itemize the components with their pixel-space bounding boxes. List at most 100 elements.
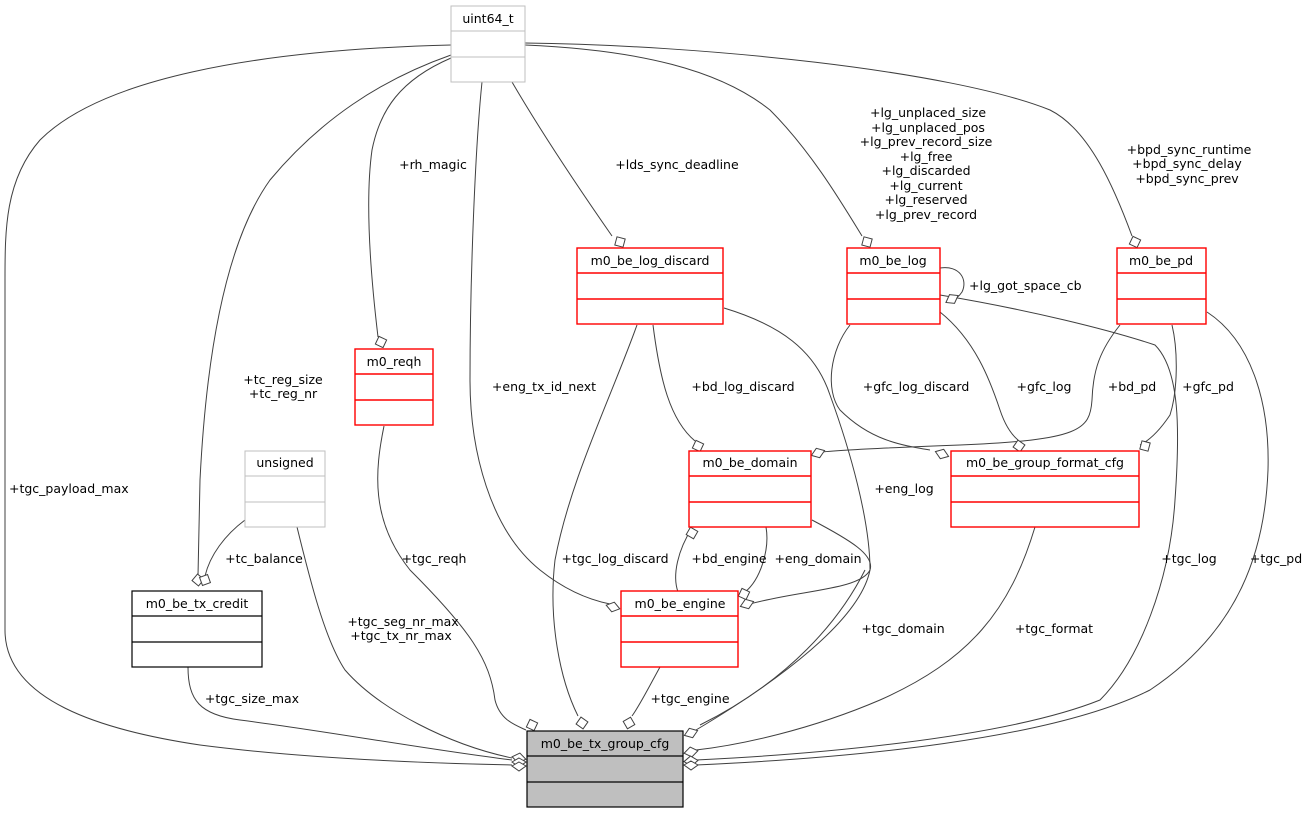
node-m0-reqh[interactable]: m0_reqh — [354, 348, 434, 426]
edge-tgc-payload-max — [4, 44, 513, 766]
edge-tgc-pd — [695, 311, 1269, 766]
edge-label: +tgc_log_discard — [561, 551, 668, 566]
diamond-icon — [198, 573, 212, 587]
edge-label: +tgc_tx_nr_max — [350, 628, 452, 643]
node-m0-be-domain[interactable]: m0_be_domain — [688, 450, 812, 528]
edge-bd-engine — [675, 527, 693, 593]
edge-tgc-domain — [699, 569, 866, 726]
node-title: unsigned — [256, 455, 313, 470]
edge-label: +tgc_domain — [861, 621, 944, 636]
node-m0-be-tx-group-cfg[interactable]: m0_be_tx_group_cfg — [526, 730, 684, 808]
node-title: m0_be_log — [859, 253, 926, 268]
edge-gfc-pd — [1139, 324, 1177, 446]
edge-lds-sync-deadline — [511, 81, 613, 237]
node-title: m0_be_domain — [702, 455, 797, 470]
edge-tgc-reqh — [377, 425, 527, 731]
edge-label: +gfc_log_discard — [863, 379, 970, 394]
edge-label: +eng_log — [874, 481, 933, 496]
edge-lg-fields — [524, 44, 863, 237]
edge-tc-balance — [204, 519, 246, 577]
edge-label: +eng_tx_id_next — [492, 379, 596, 394]
edge-label: +bd_pd — [1108, 379, 1156, 394]
diamond-icon — [810, 447, 826, 459]
edge-label: +eng_domain — [774, 551, 861, 566]
edge-label: +lg_prev_record_size — [860, 134, 993, 149]
node-title: m0_be_tx_credit — [146, 596, 249, 611]
diamond-icon — [683, 727, 699, 739]
edge-label: +tgc_format — [1015, 621, 1093, 636]
edge-label: +tgc_reqh — [402, 551, 467, 566]
edges — [4, 42, 1269, 766]
edge-label: +lg_unplaced_pos — [871, 120, 985, 135]
node-title: m0_be_tx_group_cfg — [541, 736, 670, 751]
node-title: uint64_t — [462, 11, 513, 26]
diamond-icon — [685, 526, 699, 540]
edge-bd-pd — [821, 324, 1121, 453]
edge-tgc-log — [695, 294, 1179, 761]
diamond-icon — [945, 294, 959, 304]
edge-gfc-log-discard — [830, 324, 931, 451]
edge-tgc-size-max — [187, 666, 513, 761]
diamond-icon — [861, 236, 873, 248]
diamond-icon — [614, 236, 626, 248]
node-title: m0_be_log_discard — [591, 253, 710, 268]
diamond-icon — [575, 716, 589, 730]
edge-label: +lg_unplaced_size — [870, 105, 986, 120]
diamond-icon — [934, 448, 950, 460]
node-m0-be-log-discard[interactable]: m0_be_log_discard — [576, 247, 724, 325]
node-m0-be-log[interactable]: m0_be_log — [846, 247, 941, 325]
diamond-icon — [622, 716, 636, 730]
edge-label: +tc_reg_size — [243, 372, 323, 387]
edge-label: +lg_prev_record — [875, 207, 977, 222]
edge-label: +tgc_payload_max — [9, 481, 129, 496]
node-m0-be-tx-credit[interactable]: m0_be_tx_credit — [131, 590, 263, 668]
diamond-icon — [605, 601, 621, 613]
edge-eng-tx-id-next — [469, 81, 611, 605]
diamond-icon — [683, 760, 699, 771]
edge-rh-magic — [368, 57, 452, 338]
edge-label: +tgc_size_max — [205, 691, 299, 706]
edge-eng-log — [695, 307, 871, 731]
edge-bd-log-discard — [652, 324, 696, 442]
edge-label: +tgc_log — [1161, 551, 1217, 566]
edge-gfc-log — [939, 311, 1019, 441]
edge-eng-domain-2 — [749, 519, 872, 605]
node-m0-be-group-format-cfg[interactable]: m0_be_group_format_cfg — [950, 450, 1140, 528]
aggregation-diamonds — [191, 235, 1151, 772]
edge-tc-reg-size — [197, 54, 452, 577]
edge-label: +bpd_sync_delay — [1132, 156, 1242, 171]
node-m0-be-engine[interactable]: m0_be_engine — [620, 590, 739, 668]
diamond-icon — [739, 598, 755, 610]
edge-label: +lds_sync_deadline — [615, 157, 739, 172]
edge-label: +lg_discarded — [881, 163, 970, 178]
edge-label: +bd_log_discard — [691, 379, 794, 394]
edge-label: +bpd_sync_runtime — [1127, 142, 1252, 157]
edge-tgc-format — [695, 526, 1036, 751]
edge-label: +rh_magic — [399, 157, 467, 172]
node-title: m0_be_pd — [1129, 253, 1193, 268]
edge-eng-domain — [744, 526, 768, 593]
edge-label: +tgc_seg_nr_max — [347, 614, 458, 629]
edge-label: +bpd_sync_prev — [1135, 171, 1239, 186]
edge-tgc-seg-nr-max — [296, 526, 513, 759]
edge-labels: +tgc_payload_max +tc_reg_size +tc_reg_nr… — [9, 105, 1302, 706]
edge-bpd-sync — [524, 42, 1133, 237]
diamond-icon — [525, 718, 539, 732]
node-unsigned[interactable]: unsigned — [244, 450, 326, 528]
diamond-icon — [1139, 440, 1151, 452]
node-title: m0_reqh — [367, 354, 422, 369]
diamond-icon — [511, 761, 527, 772]
node-uint64-t[interactable]: uint64_t — [450, 5, 526, 83]
edge-label: +tc_balance — [225, 551, 303, 566]
edge-label: +gfc_pd — [1182, 379, 1234, 394]
edge-label: +lg_reserved — [884, 192, 967, 207]
edge-label: +lg_free — [900, 149, 953, 164]
edge-tgc-log-discard — [552, 324, 638, 717]
edge-label: +gfc_log — [1017, 379, 1072, 394]
edge-label: +bd_engine — [691, 551, 767, 566]
edge-label: +tc_reg_nr — [249, 386, 318, 401]
edge-tgc-engine — [631, 666, 661, 717]
node-m0-be-pd[interactable]: m0_be_pd — [1116, 247, 1207, 325]
node-title: m0_be_group_format_cfg — [966, 455, 1124, 470]
